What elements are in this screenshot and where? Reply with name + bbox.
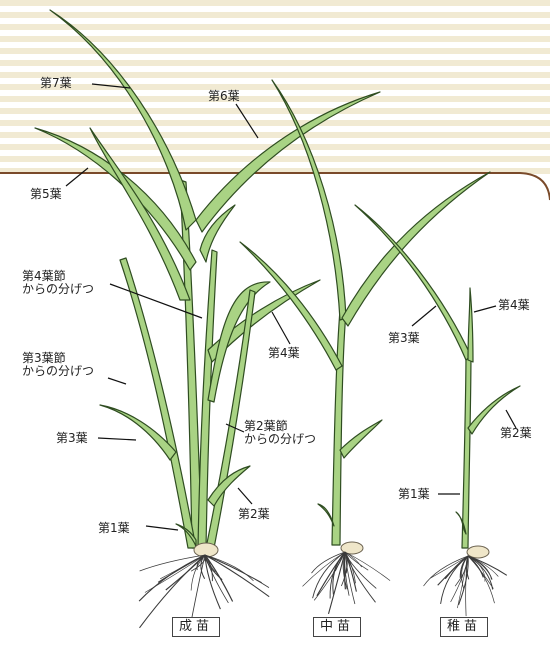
label-leaf-3-mature: 第3葉 [56,432,88,445]
young-leaf-4 [468,288,473,362]
background-stripe [0,96,550,102]
background-stripe [0,12,550,18]
middle-main-stem [332,310,346,545]
label-middle-seedling: 中苗 [313,617,361,637]
middle-leaf-3 [340,420,382,458]
background-stripe [0,132,550,138]
background-stripe [0,24,550,30]
label-leaf-7: 第7葉 [40,77,72,90]
arrow-leaf4-young [474,306,496,312]
label-leaf-5: 第5葉 [30,188,62,201]
label-tiller-2-line2: からの分げつ [244,433,316,446]
root-strand [345,552,376,602]
arrow-tiller3 [108,378,126,384]
arrow-leaf4-middle [272,312,290,344]
young-roots [424,556,507,616]
mature-leaf-2 [208,466,250,506]
background-stripe [0,156,550,162]
root-strand [438,556,468,585]
label-leaf-2-mature: 第2葉 [238,508,270,521]
label-tiller-3: 第3葉節 からの分げつ [22,352,94,378]
label-tiller-3-line2: からの分げつ [22,365,94,378]
leader-arrows [66,84,516,530]
label-leaf-3-young: 第3葉 [388,332,420,345]
label-leaf-1-young: 第1葉 [398,488,430,501]
label-mature-seedling: 成苗 [172,617,220,637]
background-stripe [0,120,550,126]
root-strand [468,556,495,603]
label-tiller-4-line2: からの分げつ [22,283,94,296]
label-leaf-2-young: 第2葉 [500,427,532,440]
background-stripe [0,108,550,114]
young-main-stem [462,350,471,548]
middle-roots [303,552,391,614]
root-strand [317,552,345,596]
middle-leaf-1 [318,504,334,526]
background-stripe [0,72,550,78]
background-stripe [0,0,550,6]
young-seed [467,546,489,558]
label-leaf-1-mature: 第1葉 [98,522,130,535]
mature-inner-leaf [90,128,190,300]
arrow-leaf1-mature [146,526,178,530]
mature-seed [194,543,218,557]
arrow-leaf2-mature [238,488,252,504]
label-tiller-2: 第2葉節 からの分げつ [244,420,316,446]
label-tiller-4: 第4葉節 からの分げつ [22,270,94,296]
label-leaf-4-middle: 第4葉 [268,347,300,360]
label-leaf-6: 第6葉 [208,90,240,103]
root-strand [205,555,269,597]
arrow-leaf3-mature [98,438,136,440]
middle-leaf-right [342,172,490,326]
arrow-leaf3-young [412,306,436,326]
label-young-seedling: 稚苗 [440,617,488,637]
background-stripe [0,48,550,54]
label-leaf-4-young: 第4葉 [498,299,530,312]
background-stripe [0,60,550,66]
